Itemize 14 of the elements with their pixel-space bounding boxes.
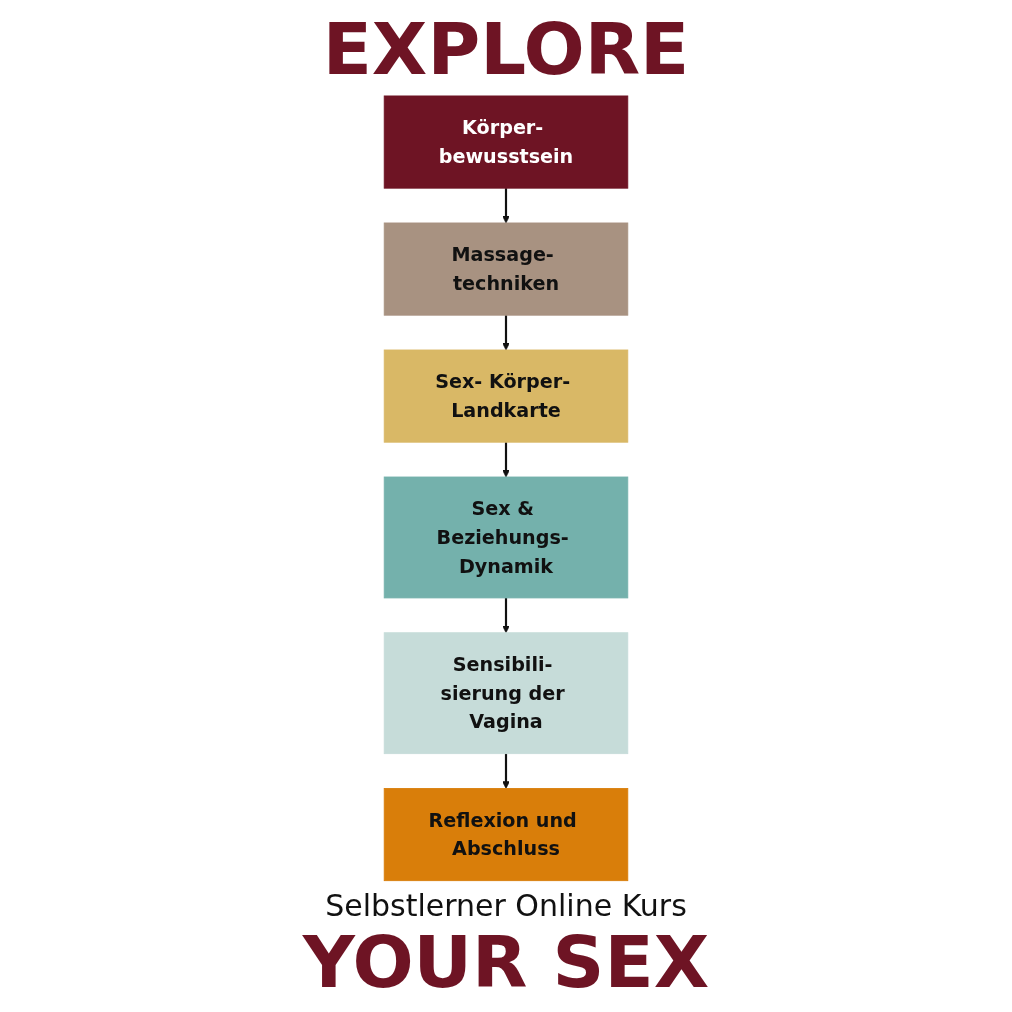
arrow <box>502 188 510 224</box>
arrow <box>502 753 510 789</box>
node-box: Körper- bewusstsein <box>383 95 629 189</box>
node-box: Reflexion und Abschluss <box>383 788 629 882</box>
arrow <box>502 442 510 478</box>
title: EXPLORE <box>322 10 690 90</box>
node-box: Sex- Körper- Landkarte <box>383 349 629 443</box>
course-note: Selbstlerner Online Kurs <box>325 887 687 923</box>
node-box: Sex & Beziehungs- Dynamik <box>383 476 629 599</box>
node-box: Massage- techniken <box>383 222 629 316</box>
subtitle: YOUR SEX <box>302 922 710 1002</box>
arrow <box>502 315 510 351</box>
arrow <box>502 598 510 634</box>
node-box: Sensibili- sierung der Vagina <box>383 632 629 755</box>
